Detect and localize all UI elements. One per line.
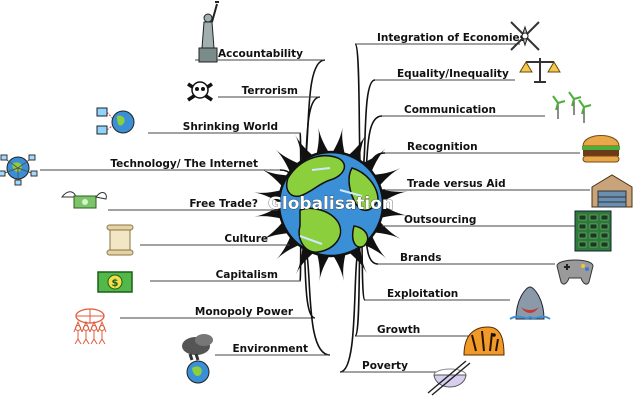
- branch-outsourcing: Outsourcing: [360, 208, 612, 252]
- globe-land-island: [352, 225, 369, 248]
- branch-label-capitalism: Capitalism: [216, 269, 278, 281]
- spike: [253, 189, 284, 204]
- spike: [254, 205, 284, 219]
- branch-label-exploitation: Exploitation: [387, 288, 458, 300]
- branch-integration: Integration of Economies: [354, 21, 540, 165]
- branch-terrorism: Terrorism: [187, 81, 321, 179]
- branch-free-trade: Free Trade?: [60, 191, 302, 211]
- branch-label-free-trade: Free Trade?: [189, 198, 258, 210]
- game-controller-icon: [556, 259, 594, 285]
- branch-connector: [354, 43, 362, 165]
- shark-icon: [509, 286, 551, 320]
- branch-brands: Brands: [360, 218, 594, 285]
- branch-culture: Culture: [106, 213, 302, 256]
- scroll-icon: [106, 224, 134, 256]
- branch-label-monopoly-power: Monopoly Power: [195, 306, 294, 318]
- skull-crossbones-icon: [187, 81, 213, 102]
- globe-land-north: [286, 155, 346, 198]
- warehouse-icon: [591, 174, 633, 208]
- compass-icon: [510, 21, 540, 51]
- branch-trade-aid: Trade versus Aid: [360, 174, 633, 208]
- branch-label-shrinking-world: Shrinking World: [183, 121, 278, 133]
- branch-technology: Technology/ The Internet: [0, 154, 302, 197]
- branch-capitalism: Capitalism $: [97, 222, 302, 293]
- networked-computers-icon: [96, 107, 135, 135]
- tiger-icon: [463, 326, 505, 356]
- branch-connector: [339, 245, 362, 373]
- flying-money-icon: [60, 191, 107, 209]
- circuit-board-icon: [574, 210, 612, 252]
- branch-label-trade-aid: Trade versus Aid: [407, 178, 506, 190]
- polluted-earth-icon: [182, 334, 213, 384]
- spike: [316, 127, 330, 157]
- globe-land-south: [298, 207, 342, 253]
- spike: [378, 189, 408, 203]
- people-holding-globe-icon: [73, 308, 107, 345]
- rice-bowl-icon: [427, 360, 471, 396]
- globe-shine: [299, 167, 363, 245]
- scales-icon: [519, 58, 561, 83]
- branch-label-recognition: Recognition: [407, 141, 478, 153]
- branch-label-outsourcing: Outsourcing: [404, 214, 476, 226]
- branch-label-environment: Environment: [232, 343, 308, 355]
- branch-label-culture: Culture: [224, 233, 268, 245]
- wind-turbines-icon: [552, 91, 592, 123]
- branch-label-brands: Brands: [400, 252, 442, 264]
- burger-icon: [582, 135, 620, 163]
- branch-label-poverty: Poverty: [362, 360, 408, 372]
- branch-label-integration: Integration of Economies: [377, 32, 526, 44]
- branch-label-communication: Communication: [404, 104, 496, 116]
- branch-label-equality: Equality/Inequality: [397, 68, 509, 80]
- spike: [316, 251, 331, 282]
- globe-network-icon: [0, 154, 38, 186]
- spike: [332, 251, 346, 281]
- globe-hub: Globalisation: [268, 150, 394, 258]
- branch-exploitation: Exploitation: [360, 227, 551, 320]
- branch-label-technology: Technology/ The Internet: [110, 158, 258, 170]
- statue-of-liberty-icon: [198, 1, 219, 63]
- globe-land-east: [348, 167, 379, 212]
- branch-label-growth: Growth: [377, 324, 420, 336]
- map-title: Globalisation: [268, 194, 394, 214]
- branch-shrinking-world: Shrinking World: [96, 107, 302, 188]
- spike: [378, 204, 409, 219]
- branch-label-terrorism: Terrorism: [242, 85, 298, 97]
- branch-communication: Communication: [360, 91, 592, 183]
- spike: [331, 126, 346, 157]
- branch-label-accountability: Accountability: [218, 48, 303, 60]
- svg-text:$: $: [112, 278, 119, 289]
- branch-poverty: Poverty: [339, 245, 471, 396]
- dollar-bill-icon: $: [97, 271, 133, 293]
